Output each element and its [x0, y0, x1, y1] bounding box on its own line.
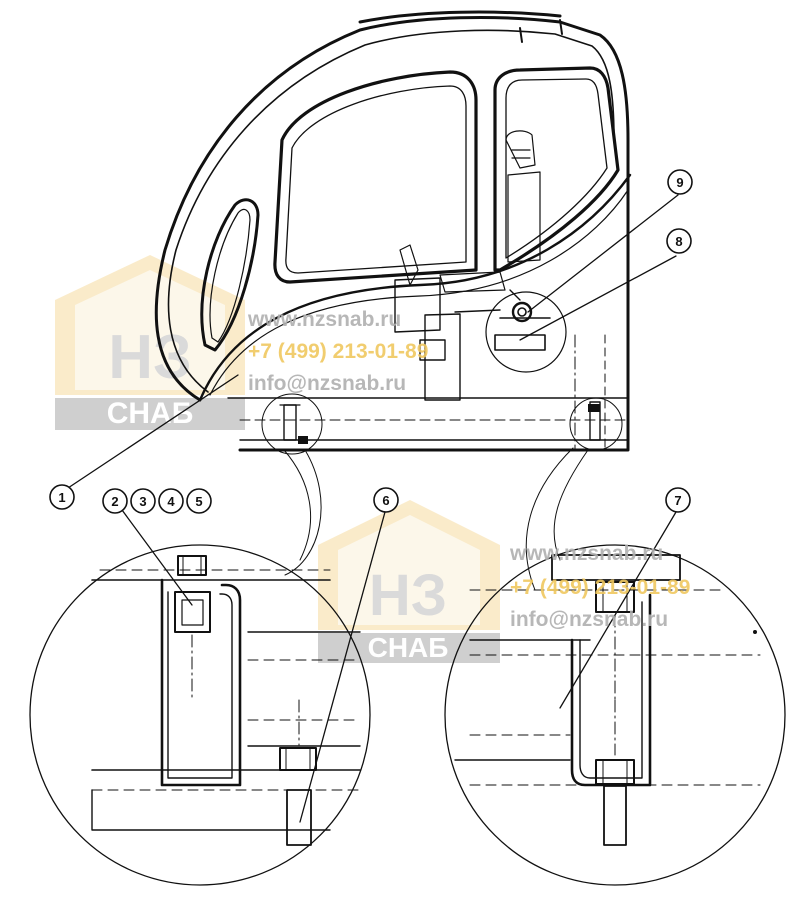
- mount-circle-left: [261, 393, 323, 455]
- callout-3: 3: [130, 488, 156, 514]
- latch-detail: [485, 289, 567, 373]
- cab-door-window: [273, 70, 478, 284]
- watermark-logo-letters-2: НЗ: [369, 563, 447, 628]
- callout-label: 7: [674, 493, 681, 508]
- watermark-logo-upper: НЗ СНАБ: [55, 255, 245, 430]
- callout-2: 2: [102, 488, 128, 514]
- watermark-logo-word: СНАБ: [107, 397, 194, 430]
- watermark-email: info@nzsnab.ru: [248, 372, 406, 395]
- callout-label: 4: [167, 494, 175, 509]
- detail-connector-lines: [283, 447, 589, 591]
- watermark-logo-center: НЗ СНАБ: [318, 500, 500, 663]
- watermark-text-upper: www.nzsnab.ru +7 (499) 213-01-89 info@nz…: [247, 308, 428, 395]
- callout-label: 9: [676, 175, 683, 190]
- callout-label: 6: [382, 493, 389, 508]
- control-console: [394, 277, 501, 401]
- callout-label: 3: [139, 494, 146, 509]
- callout-4: 4: [158, 488, 184, 514]
- callout-5: 5: [186, 488, 212, 514]
- watermark-text-lower: www.nzsnab.ru +7 (499) 213-01-89 info@nz…: [509, 542, 690, 631]
- detail-view-left: [29, 544, 371, 886]
- watermark-email-2: info@nzsnab.ru: [510, 608, 668, 631]
- operator-seat: [399, 130, 541, 293]
- callout-9: 9: [667, 169, 693, 195]
- callout-6: 6: [373, 487, 399, 513]
- detail-view-right: [444, 544, 786, 886]
- watermark-phone-2: +7 (499) 213-01-89: [510, 576, 690, 599]
- callout-label: 8: [675, 234, 682, 249]
- callout-7: 7: [665, 487, 691, 513]
- callout-8: 8: [666, 228, 692, 254]
- callout-label: 5: [195, 494, 202, 509]
- callout-1: 1: [49, 484, 75, 510]
- cab-front-window: [200, 198, 260, 352]
- watermark-site: www.nzsnab.ru: [247, 308, 401, 331]
- watermark-logo-word-2: СНАБ: [368, 632, 449, 663]
- mount-circle-right: [569, 397, 623, 451]
- callout-label: 1: [58, 490, 65, 505]
- watermark-phone: +7 (499) 213-01-89: [248, 340, 428, 363]
- cab-rear-window: [493, 66, 620, 272]
- watermark-site-2: www.nzsnab.ru: [509, 542, 663, 565]
- callout-label: 2: [111, 494, 118, 509]
- cab-body: [154, 10, 632, 452]
- leader-lines: [67, 194, 679, 823]
